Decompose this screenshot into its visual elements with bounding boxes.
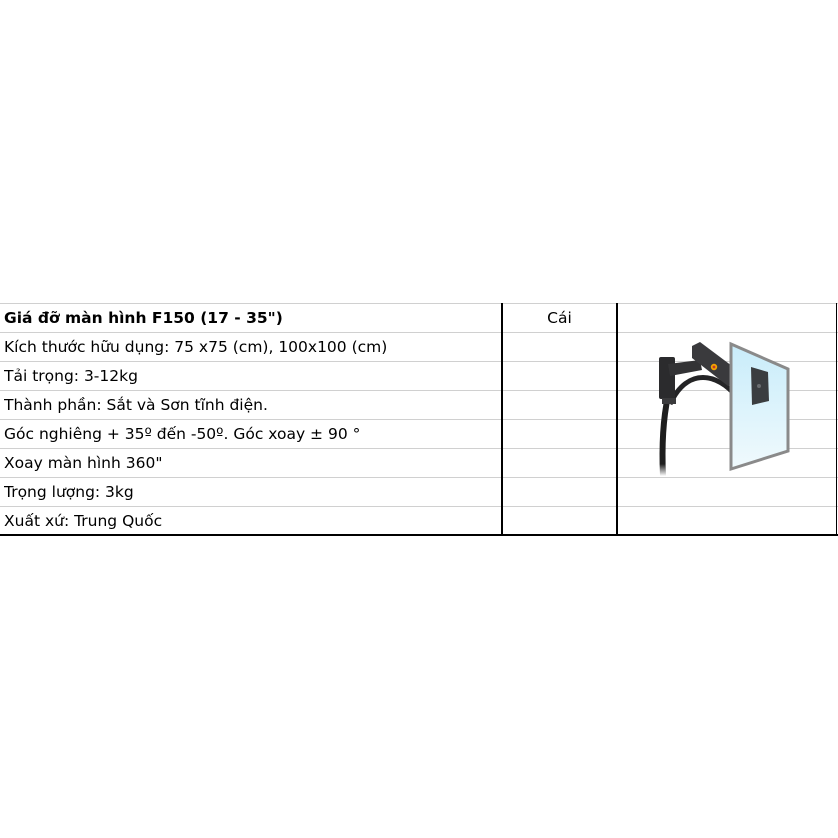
spec-cell: Kích thước hữu dụng: 75 x75 (cm), 100x10… bbox=[4, 338, 388, 356]
spec-cell: Thành phần: Sắt và Sơn tĩnh điện. bbox=[4, 396, 268, 414]
table-row: Giá đỡ màn hình F150 (17 - 35") Cái bbox=[0, 303, 838, 332]
unit-cell bbox=[503, 420, 616, 449]
product-image-cell bbox=[618, 304, 835, 534]
monitor-wall-mount-arm-image bbox=[659, 341, 790, 477]
spec-cell: Tải trọng: 3-12kg bbox=[4, 367, 138, 385]
table-right-border bbox=[835, 303, 837, 536]
spec-cell: Xoay màn hình 360" bbox=[4, 454, 163, 472]
spec-cell: Góc nghiêng + 35º đến -50º. Góc xoay ± 9… bbox=[4, 425, 361, 443]
table-row: Xoay màn hình 360" bbox=[0, 448, 838, 477]
unit-cell bbox=[503, 478, 616, 507]
table-row: Kích thước hữu dụng: 75 x75 (cm), 100x10… bbox=[0, 332, 838, 361]
table-bottom-border bbox=[0, 534, 838, 536]
unit-cell bbox=[503, 391, 616, 420]
unit-cell bbox=[503, 362, 616, 391]
unit-cell bbox=[503, 507, 616, 536]
spec-cell: Xuất xứ: Trung Quốc bbox=[4, 512, 163, 530]
table-row: Xuất xứ: Trung Quốc bbox=[0, 506, 838, 535]
spec-cell: Trọng lượng: 3kg bbox=[4, 483, 134, 501]
table-row: Tải trọng: 3-12kg bbox=[0, 361, 838, 390]
column-divider bbox=[501, 303, 503, 536]
unit-cell bbox=[503, 333, 616, 362]
column-divider bbox=[616, 303, 618, 536]
unit-cell bbox=[503, 449, 616, 478]
table-row: Góc nghiêng + 35º đến -50º. Góc xoay ± 9… bbox=[0, 419, 838, 448]
spec-table: Giá đỡ màn hình F150 (17 - 35") Cái Kích… bbox=[0, 303, 838, 536]
table-row: Trọng lượng: 3kg bbox=[0, 477, 838, 506]
table-row: Thành phần: Sắt và Sơn tĩnh điện. bbox=[0, 390, 838, 419]
product-title-cell: Giá đỡ màn hình F150 (17 - 35") bbox=[4, 309, 283, 327]
unit-cell: Cái bbox=[547, 309, 572, 327]
